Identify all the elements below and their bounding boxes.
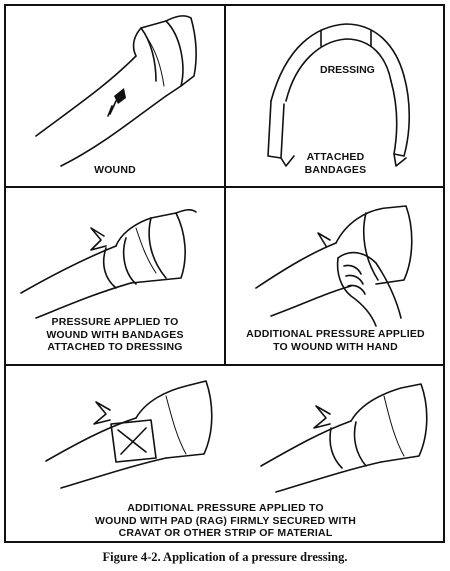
panel-pressure-pad: ADDITIONAL PRESSURE APPLIED TO WOUND WIT… <box>6 366 445 542</box>
caption-pressure-hand: ADDITIONAL PRESSURE APPLIED TO WOUND WIT… <box>246 328 425 353</box>
arm-with-wound-illustration <box>35 15 197 167</box>
panel-pressure-hand: ADDITIONAL PRESSURE APPLIED TO WOUND WIT… <box>226 188 445 364</box>
pad-secured-arm-illustrations <box>45 380 428 493</box>
panel-dressing: DRESSING ATTACHED BANDAGES <box>226 6 445 186</box>
divider-row2 <box>4 364 445 366</box>
figure-caption: Figure 4-2. Application of a pressure dr… <box>102 550 348 564</box>
panel-wound: WOUND <box>6 6 224 186</box>
caption-pressure-bandages: PRESSURE APPLIED TO WOUND WITH BANDAGES … <box>46 316 184 353</box>
divider-row1 <box>4 186 445 188</box>
hand-pressing-wound-illustration <box>255 205 413 327</box>
caption-wound: WOUND <box>94 164 136 176</box>
dressing-label: DRESSING <box>320 64 375 76</box>
caption-pressure-pad: ADDITIONAL PRESSURE APPLIED TO WOUND WIT… <box>95 502 356 539</box>
divider-vertical-top <box>224 4 226 365</box>
dressing-with-bandages-illustration <box>267 23 411 167</box>
caption-attached-bandages: ATTACHED BANDAGES <box>304 151 367 176</box>
panel-pressure-bandages: PRESSURE APPLIED TO WOUND WITH BANDAGES … <box>6 188 224 364</box>
bandaged-arm-illustration <box>20 208 197 319</box>
